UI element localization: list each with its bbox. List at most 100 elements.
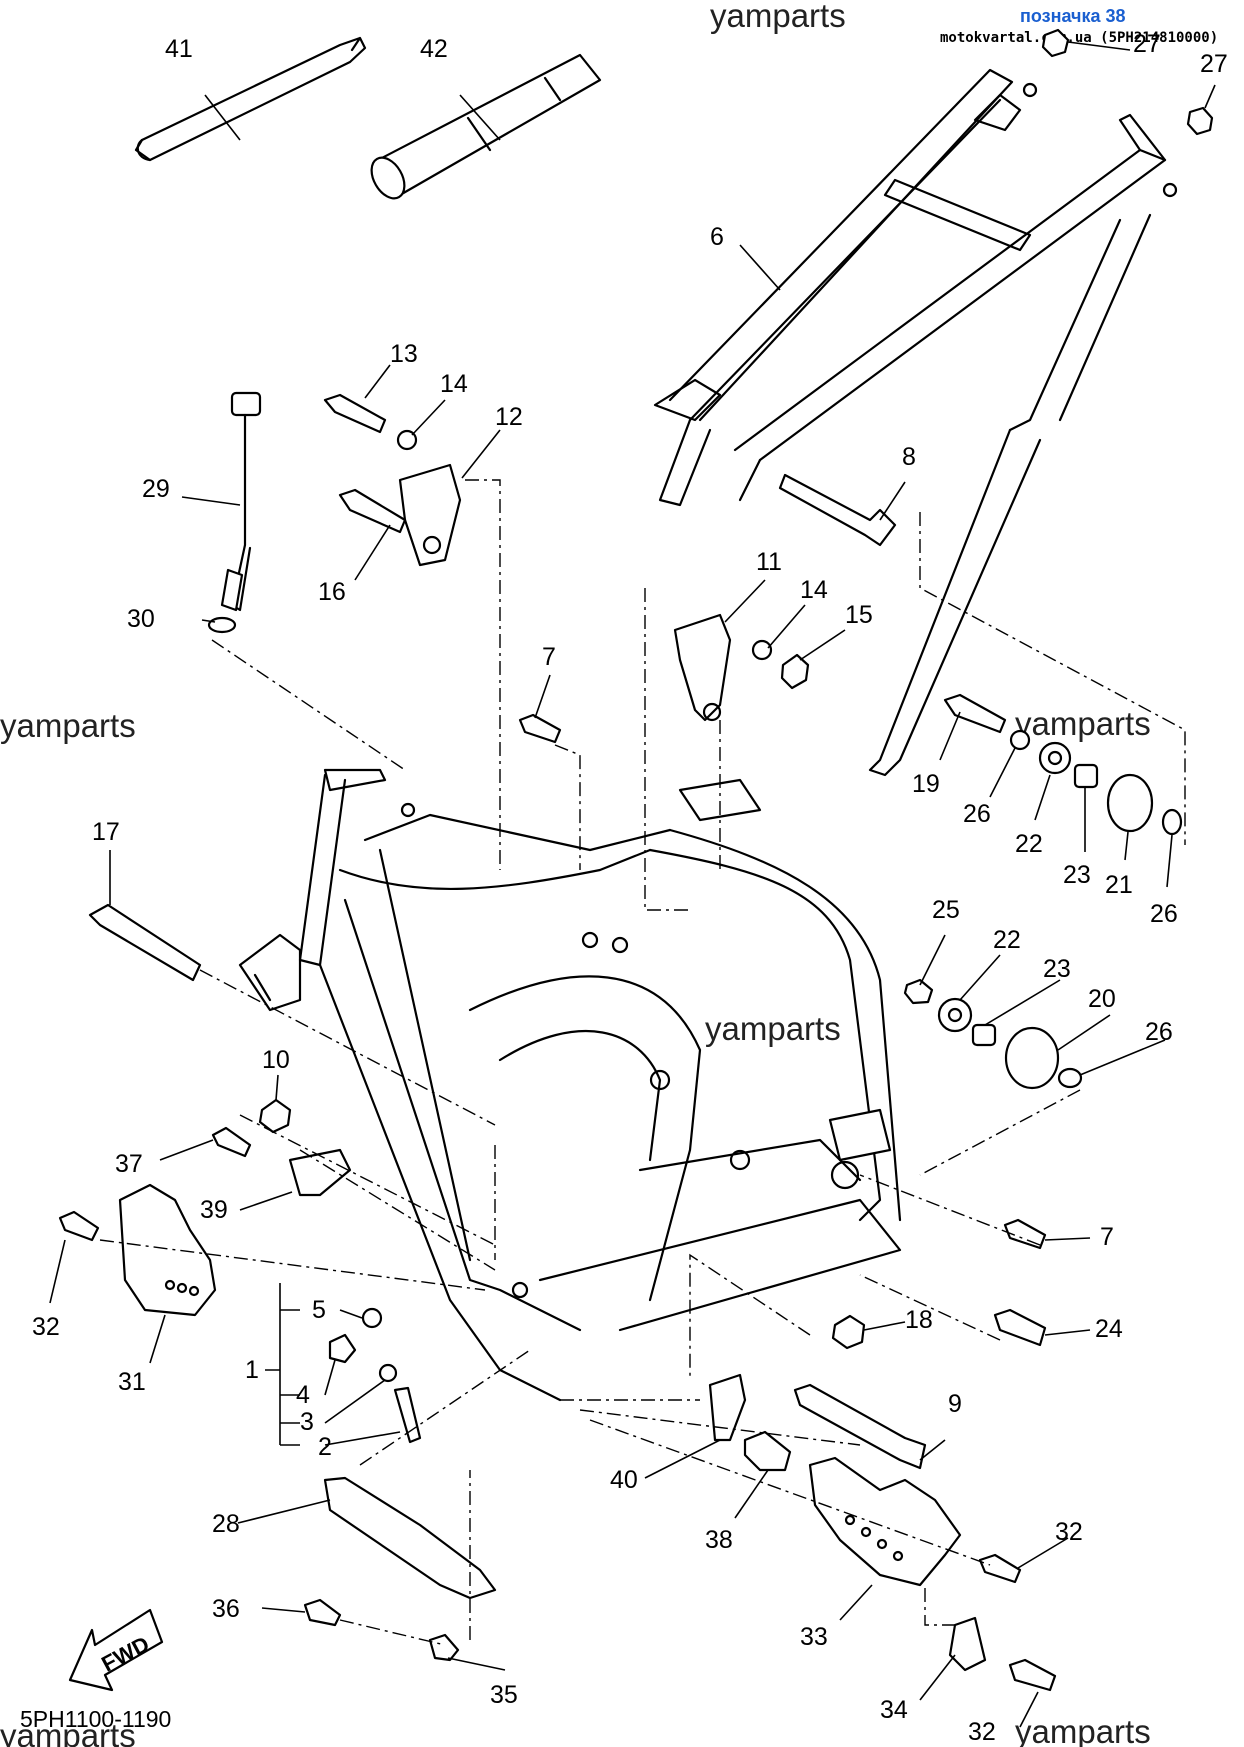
ref-tag: позначка 38 [1020, 6, 1126, 26]
callout: 42 [420, 35, 448, 63]
callout: 36 [212, 1595, 240, 1623]
callout: 7 [1100, 1223, 1114, 1251]
bolt-32c-part [1008, 1658, 1057, 1692]
washer-5-part [361, 1307, 383, 1329]
callout: 26 [1150, 900, 1178, 928]
callout: 17 [92, 818, 120, 846]
callout: 7 [542, 643, 556, 671]
bracket-40-part [708, 1373, 747, 1442]
callout: 3 [300, 1408, 314, 1436]
rear-subframe-part [653, 68, 1178, 777]
bolt-32a-part [58, 1210, 100, 1242]
callout: 40 [610, 1466, 638, 1494]
callout: 22 [1015, 830, 1043, 858]
callout: 32 [968, 1718, 996, 1746]
diagram-code: 5PH1100-1190 [20, 1706, 171, 1732]
bolt-37-part [211, 1126, 252, 1158]
nut-27b-part [1186, 106, 1214, 136]
nut-18-part [831, 1314, 866, 1350]
callout: 23 [1043, 955, 1071, 983]
watermark: yamparts [710, 0, 846, 34]
bolt-13-part [323, 393, 387, 434]
callout: 10 [262, 1046, 290, 1074]
callout: 12 [495, 403, 523, 431]
parts-artwork [58, 28, 1214, 1692]
bolt-8-part [778, 473, 897, 547]
guard-31-part [118, 1183, 217, 1317]
callout: 14 [800, 576, 828, 604]
skid-plate-part [323, 1476, 497, 1600]
clip-34-part [948, 1616, 987, 1672]
leader-lines [49, 41, 1216, 1728]
callout: 9 [948, 1390, 962, 1418]
callout: 32 [32, 1313, 60, 1341]
engine-mount-stack-b [903, 978, 1083, 1090]
bolt-16-part [338, 488, 407, 534]
callout: 34 [880, 1696, 908, 1724]
fwd-arrow: FWD [68, 1608, 164, 1692]
bolt-17-part [88, 903, 202, 982]
guard-33-part [808, 1456, 962, 1587]
watermark: yamparts [705, 1010, 841, 1047]
o-ring-part [207, 616, 237, 634]
callout: 29 [142, 475, 170, 503]
callout: 14 [440, 370, 468, 398]
callout: 25 [932, 896, 960, 924]
bolt-9-part [793, 1383, 927, 1470]
callout-labels: 41 42 27 27 6 13 14 12 29 16 8 30 11 14 … [32, 30, 1228, 1746]
watermark: yamparts [1015, 705, 1151, 742]
collar-38-part [743, 1430, 792, 1472]
bolt-4-part [328, 1333, 357, 1364]
callout: 8 [902, 443, 916, 471]
watermark: yamparts [0, 707, 136, 744]
washer-14b-part [751, 639, 773, 661]
bracket-12-part [398, 463, 462, 567]
callout: 19 [912, 770, 940, 798]
dipstick-part [220, 391, 262, 612]
callout: 38 [705, 1526, 733, 1554]
callout: 41 [165, 35, 193, 63]
callout: 4 [296, 1381, 310, 1409]
washer-14-part [396, 429, 418, 451]
callout: 35 [490, 1681, 518, 1709]
callout: 20 [1088, 985, 1116, 1013]
nut-15-part [780, 653, 810, 690]
bracket-39-part [288, 1148, 352, 1197]
callout: 13 [390, 340, 418, 368]
callout: 23 [1063, 861, 1091, 889]
callout: 32 [1055, 1518, 1083, 1546]
socket-wrench-part [370, 53, 602, 200]
callout: 26 [963, 800, 991, 828]
main-frame-part [238, 768, 902, 1402]
callout: 16 [318, 578, 346, 606]
bolt-2-part [393, 1386, 422, 1444]
wrench-part [134, 36, 367, 162]
callout: 39 [200, 1196, 228, 1224]
nut-27a-part [1041, 28, 1070, 58]
callout: 21 [1105, 871, 1133, 899]
callout: 18 [905, 1306, 933, 1334]
callout: 5 [312, 1296, 326, 1324]
callout: 27 [1133, 30, 1161, 58]
callout: 2 [318, 1433, 332, 1461]
callout: 33 [800, 1623, 828, 1651]
callout: 11 [756, 548, 782, 576]
callout: 22 [993, 926, 1021, 954]
watermark: yamparts [1015, 1713, 1151, 1747]
callout: 30 [127, 605, 155, 633]
site-code: motokvartal.com.ua (5PH214810000) [940, 30, 1218, 46]
callout: 1 [245, 1356, 259, 1384]
bolt-35-part [428, 1633, 460, 1662]
callout: 31 [118, 1368, 146, 1396]
callout: 26 [1145, 1018, 1173, 1046]
callout: 27 [1200, 50, 1228, 78]
bracket-11-part [673, 613, 732, 722]
bolt-24-part [993, 1308, 1047, 1347]
bolt-36-part [303, 1598, 342, 1627]
callout: 6 [710, 223, 724, 251]
engine-mount-stack-a [943, 693, 1183, 836]
assembly-centerlines [99, 479, 1186, 1646]
callout: 15 [845, 601, 873, 629]
callout: 28 [212, 1510, 240, 1538]
